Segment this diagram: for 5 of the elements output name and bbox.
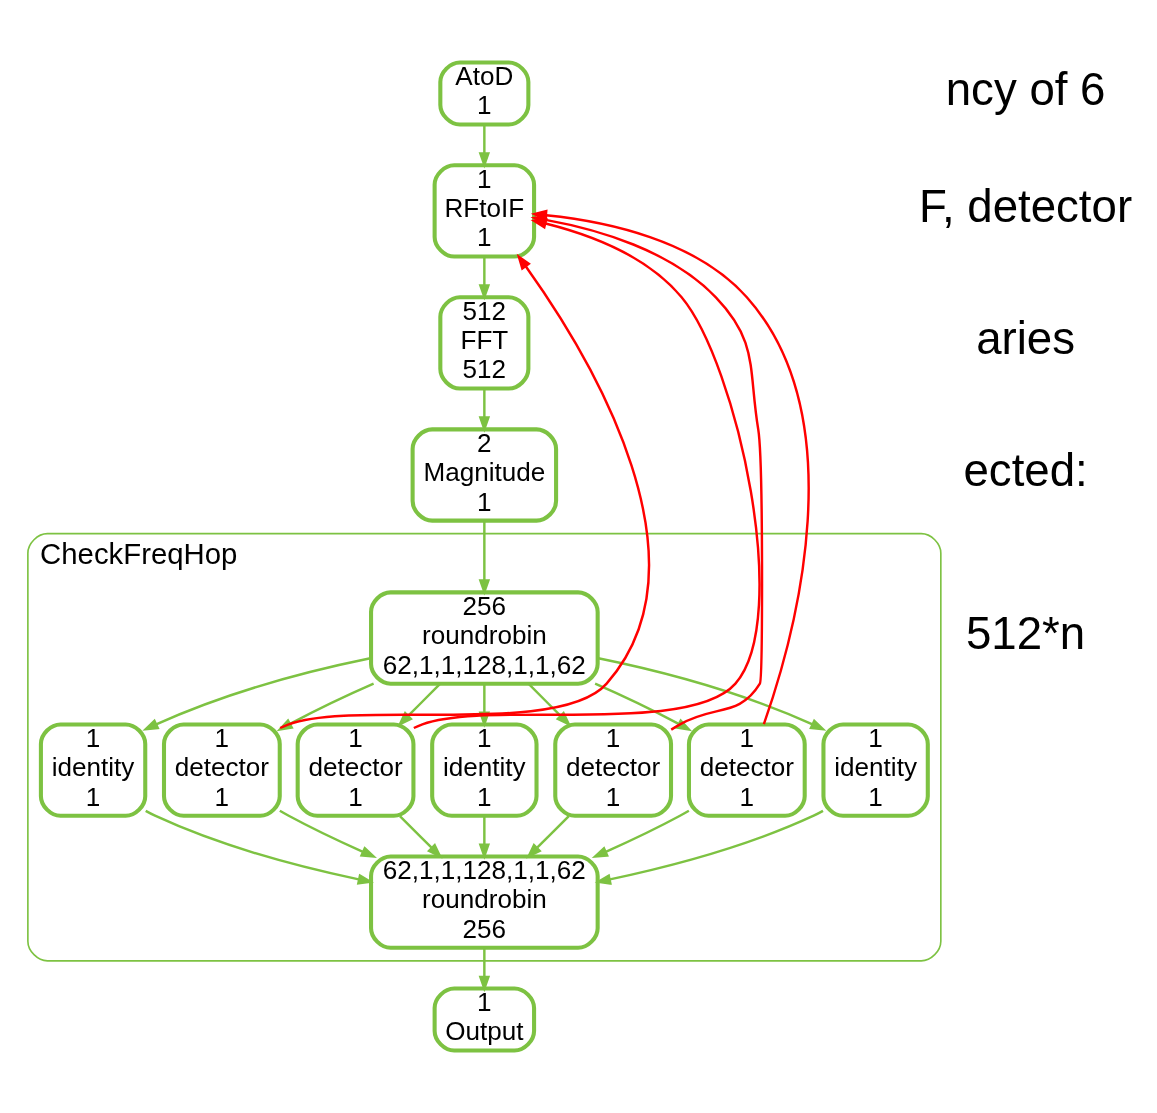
label: F, detector bbox=[919, 181, 1133, 233]
label: aries bbox=[976, 313, 1076, 365]
label: ected: bbox=[963, 445, 1088, 497]
label: 512*n bbox=[965, 608, 1086, 660]
label: ncy of 6 bbox=[945, 63, 1106, 115]
